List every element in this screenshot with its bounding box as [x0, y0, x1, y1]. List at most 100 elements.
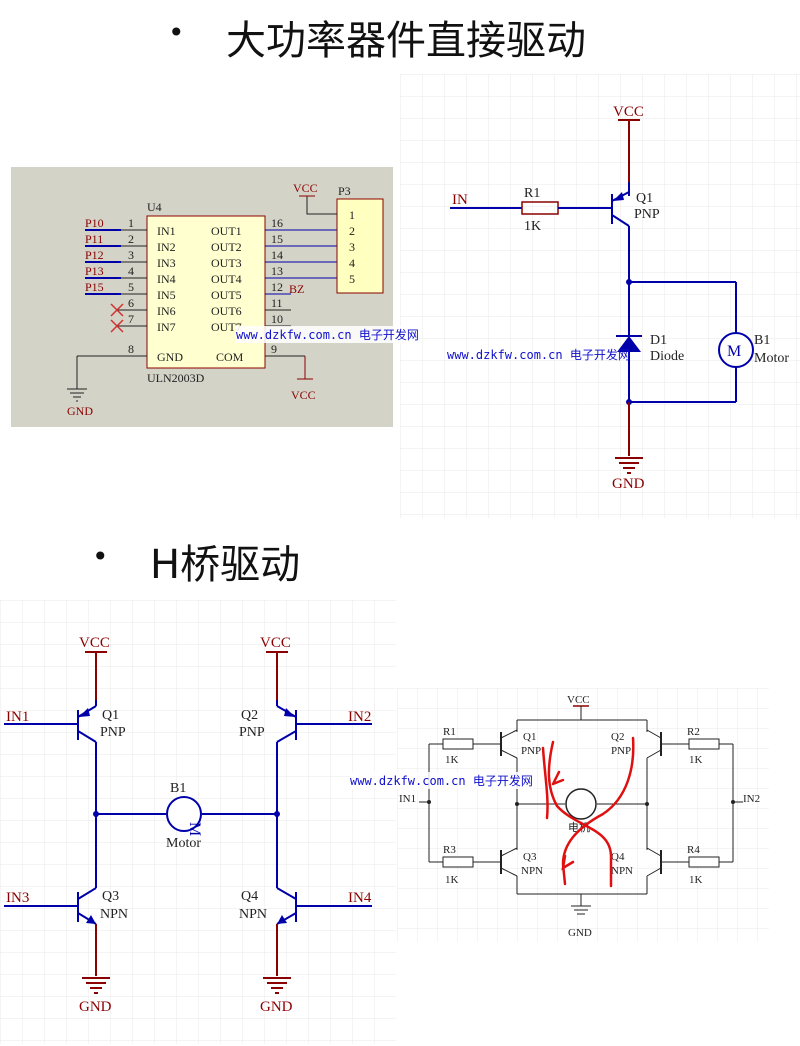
uln2003-schematic: U4 ULN2003D P10 1 IN1 P11 2 IN2 P12 3 IN… [11, 167, 393, 427]
gnd-symbol [615, 457, 643, 474]
motor-ref: B1 [170, 781, 186, 796]
watermark: www.dzkfw.com.cn 电子开发网 [447, 348, 630, 362]
pin-number: 16 [271, 216, 283, 230]
gnd-label: GND [568, 927, 592, 939]
gnd-pin-number: 8 [128, 342, 134, 356]
q1-ref: Q1 [102, 708, 119, 723]
connector-pin-4: 4 [349, 256, 355, 270]
pin-name: OUT3 [211, 256, 242, 270]
watermark: www.dzkfw.com.cn 电子开发网 [236, 326, 419, 343]
motor-ref: B1 [754, 333, 770, 348]
input-pin-4: P13 4 IN4 [85, 264, 176, 286]
bullet-2: • [92, 540, 109, 573]
pin-name: IN7 [157, 320, 176, 334]
pin-number: 13 [271, 264, 283, 278]
motor-symbol: M [727, 343, 741, 360]
com-pin-number: 9 [271, 342, 277, 356]
in1-label: IN1 [6, 709, 29, 725]
r2-ref: R2 [687, 726, 700, 738]
net-label: P15 [85, 280, 104, 294]
pin-number: 2 [128, 232, 134, 246]
pin-name: IN1 [157, 224, 176, 238]
r3-value: 1K [445, 874, 459, 886]
resistor-ref: R1 [524, 186, 540, 201]
input-pin-3: P12 3 IN3 [85, 248, 176, 270]
pin-name: OUT2 [211, 240, 242, 254]
connector-vcc-label: VCC [293, 181, 318, 195]
q2-pnp-transistor [276, 705, 297, 743]
output-pin-14: 14 OUT3 [211, 248, 337, 270]
pin-name: IN6 [157, 304, 176, 318]
input-pin-2: P11 2 IN2 [85, 232, 176, 254]
q2-type: PNP [239, 725, 265, 740]
in4-label: IN4 [348, 890, 372, 906]
ic-ref: U4 [147, 200, 162, 214]
pin-name: OUT6 [211, 304, 242, 318]
section-title-high-power: 大功率器件直接驱动 [226, 18, 586, 64]
watermark: www.dzkfw.com.cn 电子开发网 [350, 772, 533, 789]
connector-body [336, 198, 384, 294]
pin-name: OUT4 [211, 272, 242, 286]
input-pin-5: P15 5 IN5 [85, 280, 176, 302]
pin-number: 14 [271, 248, 283, 262]
pnp-drive-schematic: VCC IN R1 1K Q1 PNP D1 Diode M B1 Motor … [400, 74, 800, 518]
q4-npn-transistor [646, 847, 662, 877]
motor-type: Motor [754, 351, 789, 366]
connector-ref: P3 [338, 184, 351, 198]
gnd-right-label: GND [260, 999, 293, 1015]
q2-ref: Q2 [611, 731, 624, 743]
motor-type: Motor [166, 836, 201, 851]
section-title-h-bridge: H桥驱动 [150, 542, 301, 588]
diode-d1 [616, 335, 642, 352]
net-label: P11 [85, 232, 103, 246]
pin-name: IN4 [157, 272, 176, 286]
ic-input-pins: P10 1 IN1 P11 2 IN2 P12 3 IN3 P13 4 IN4 … [85, 216, 176, 334]
pin-name: OUT5 [211, 288, 242, 302]
motor-symbol: M [186, 822, 203, 836]
net-label: P13 [85, 264, 104, 278]
r4-value: 1K [689, 874, 703, 886]
h-bridge-annotated-schematic: VCC IN1 R1 1K R3 1K Q1 PNP Q3 NPN IN2 R2… [397, 688, 769, 942]
resistor-r1 [442, 738, 474, 750]
gnd-pin-name: GND [157, 350, 183, 364]
connector-pin-3: 3 [349, 240, 355, 254]
pin-number: 15 [271, 232, 283, 246]
q4-type: NPN [239, 907, 267, 922]
q3-type: NPN [521, 865, 543, 877]
q3-npn-transistor [77, 887, 97, 925]
pin-number: 10 [271, 312, 283, 326]
r3-ref: R3 [443, 844, 456, 856]
output-pin-12: 12 OUT5 BZ [211, 280, 304, 302]
resistor-r3 [442, 856, 474, 868]
input-label: IN [452, 192, 468, 208]
input-pin-7: 7 IN7 [110, 312, 176, 334]
gnd-label: GND [67, 404, 93, 418]
in2-label: IN2 [348, 709, 371, 725]
h-bridge-schematic: VCC IN1 Q1 PNP VCC IN2 Q2 PNP M B1 Motor… [0, 600, 396, 1044]
pin-number: 12 [271, 280, 283, 294]
resistor-value: 1K [524, 219, 541, 234]
q1-type: PNP [521, 745, 541, 757]
transistor-type: PNP [634, 207, 660, 222]
connector-pin-1: 1 [349, 208, 355, 222]
resistor-r4 [688, 856, 720, 868]
connector-pin-2: 2 [349, 224, 355, 238]
bullet-1: • [168, 16, 185, 49]
q1-ref: Q1 [523, 731, 536, 743]
q3-ref: Q3 [102, 889, 119, 904]
q3-npn-transistor [500, 847, 518, 877]
output-pin-13: 13 OUT4 [211, 264, 337, 286]
ic-output-pins: 16 OUT1 15 OUT2 14 OUT3 13 OUT4 12 OUT5 … [211, 216, 337, 334]
resistor-r2 [688, 738, 720, 750]
pin-number: 4 [128, 264, 134, 278]
vcc-left-label: VCC [79, 635, 110, 651]
output-pin-11: 11 OUT6 [211, 296, 291, 318]
q4-type: NPN [611, 865, 633, 877]
pin-name: IN2 [157, 240, 176, 254]
diode-ref: D1 [650, 333, 667, 348]
q1-type: PNP [100, 725, 126, 740]
r1-value: 1K [445, 754, 459, 766]
q2-type: PNP [611, 745, 631, 757]
gnd-label: GND [612, 476, 645, 492]
pin-name: OUT1 [211, 224, 242, 238]
